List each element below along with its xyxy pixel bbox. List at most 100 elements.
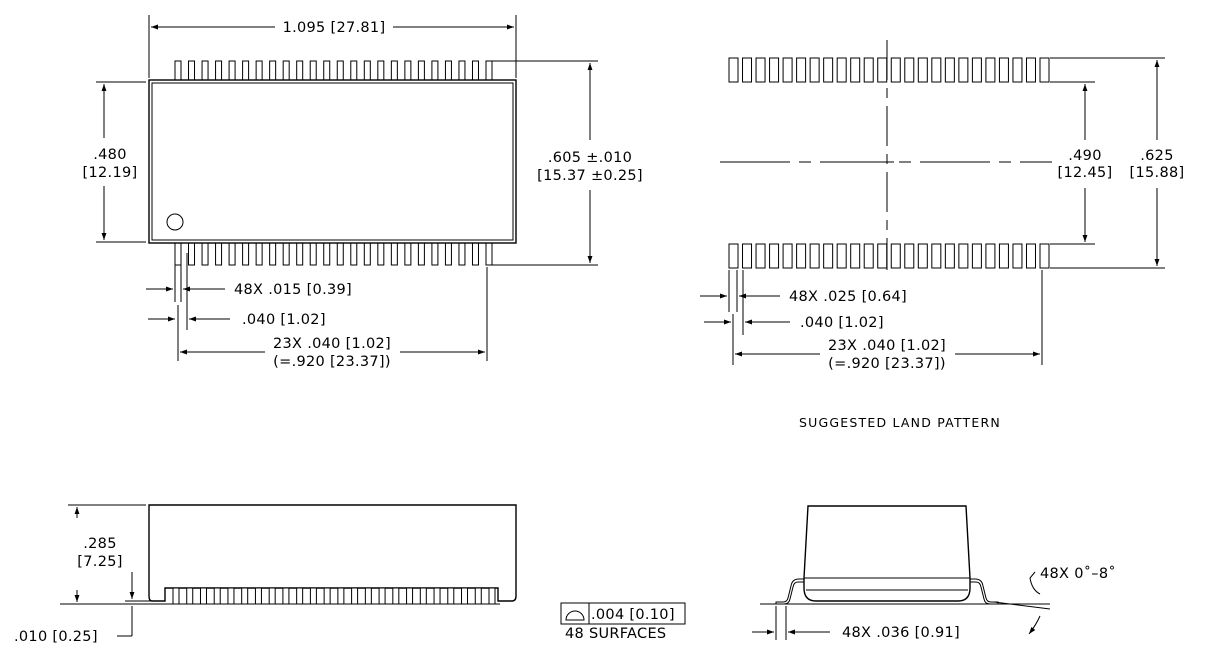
lead [444, 242, 452, 266]
land-pad [917, 57, 928, 83]
lead [363, 242, 371, 266]
inner-span-mm: [12.45] [1058, 165, 1113, 181]
side-lead [406, 587, 414, 605]
land-pad [850, 243, 861, 269]
lead [296, 242, 304, 266]
side-lead [461, 587, 469, 605]
land-pad [1039, 57, 1050, 83]
overall-length-dim: 1.095 [27.81] [283, 20, 386, 36]
coplanarity-value: .004 [0.10] [591, 607, 675, 623]
side-lead [433, 587, 441, 605]
lead [269, 242, 277, 266]
side-lead [378, 587, 386, 605]
side-lead [351, 587, 359, 605]
lead [404, 60, 412, 81]
lead [363, 60, 371, 81]
lead [255, 60, 263, 81]
lead [188, 60, 196, 81]
lead [323, 60, 331, 81]
pitch-dim: .040 [1.02] [242, 312, 326, 328]
foot-length-dim: 48X .036 [0.91] [842, 625, 960, 641]
land-pad [863, 243, 874, 269]
land-pad [971, 243, 982, 269]
side-lead [323, 587, 331, 605]
side-view: .285 [7.25] .010 [0.25] .004 [0.10] 48 S… [14, 504, 686, 645]
land-pad [1012, 57, 1023, 83]
side-lead [282, 587, 290, 605]
land-pad [931, 243, 942, 269]
lead [336, 242, 344, 266]
land-pad [1025, 243, 1036, 269]
land-pad [742, 57, 753, 83]
top-view-lower-leads [174, 242, 493, 266]
land-pad [998, 243, 1009, 269]
lead [377, 60, 385, 81]
lead [215, 60, 223, 81]
land-pad [1039, 243, 1050, 269]
total-pitch-eq: (=.920 [23.37]) [273, 354, 391, 370]
lead [444, 60, 452, 81]
lead [269, 60, 277, 81]
lead [485, 242, 493, 266]
lead-span-mm: [15.37 ±0.25] [537, 168, 643, 184]
land-pad [823, 57, 834, 83]
land-pattern-view: .490 [12.45] .625 [15.88] 48X .025 [0.64… [700, 40, 1184, 430]
lead [350, 60, 358, 81]
side-lead [199, 587, 207, 605]
right-gullwing-lead [970, 578, 999, 605]
land-pad [985, 57, 996, 83]
lead [431, 60, 439, 81]
lead [404, 242, 412, 266]
lead [458, 242, 466, 266]
land-total-pitch-eq: (=.920 [23.37]) [828, 356, 946, 372]
inner-span-in: .490 [1068, 148, 1102, 164]
body-width-in: .480 [93, 147, 127, 163]
lead [458, 60, 466, 81]
land-pad [769, 243, 780, 269]
end-view-body [803, 505, 971, 602]
side-lead [213, 587, 221, 605]
side-view-leads [172, 587, 496, 605]
land-pad [782, 57, 793, 83]
land-pad [944, 243, 955, 269]
land-pad [890, 57, 901, 83]
end-view: 48X 0˚–8˚ 48X .036 [0.91] [752, 505, 1116, 641]
land-pitch-dim: .040 [1.02] [800, 315, 884, 331]
side-lead [488, 587, 496, 605]
lead [255, 242, 263, 266]
lead [174, 242, 182, 266]
land-pad [944, 57, 955, 83]
lead [377, 242, 385, 266]
land-pad [809, 57, 820, 83]
lead [323, 242, 331, 266]
land-pad [836, 57, 847, 83]
land-pad [836, 243, 847, 269]
lead [431, 242, 439, 266]
lead [174, 60, 182, 81]
lead [471, 60, 479, 81]
side-lead [309, 587, 317, 605]
lead [417, 242, 425, 266]
lead-span-in: .605 ±.010 [548, 150, 632, 166]
lead [296, 60, 304, 81]
land-pad [850, 57, 861, 83]
lead [242, 60, 250, 81]
lead [188, 242, 196, 266]
side-lead [186, 587, 194, 605]
land-pads-lower [728, 243, 1050, 269]
land-pad [742, 243, 753, 269]
lead [228, 242, 236, 266]
land-pad [904, 243, 915, 269]
lead [201, 60, 209, 81]
land-pad [796, 57, 807, 83]
coplanarity-note: 48 SURFACES [565, 626, 666, 642]
side-lead [337, 587, 345, 605]
side-lead [447, 587, 455, 605]
lead [242, 242, 250, 266]
land-pad [809, 243, 820, 269]
lead [390, 60, 398, 81]
land-pad [728, 57, 739, 83]
profile-symbol [565, 610, 585, 621]
lead [336, 60, 344, 81]
